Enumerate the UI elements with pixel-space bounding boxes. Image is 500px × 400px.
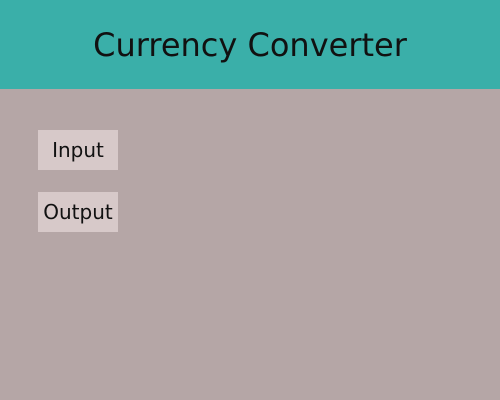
output-label: Output (38, 192, 118, 232)
input-label: Input (38, 130, 118, 170)
header-bar: Currency Converter (0, 0, 500, 89)
main-content: Input Output (0, 89, 500, 400)
page-title: Currency Converter (93, 25, 407, 64)
